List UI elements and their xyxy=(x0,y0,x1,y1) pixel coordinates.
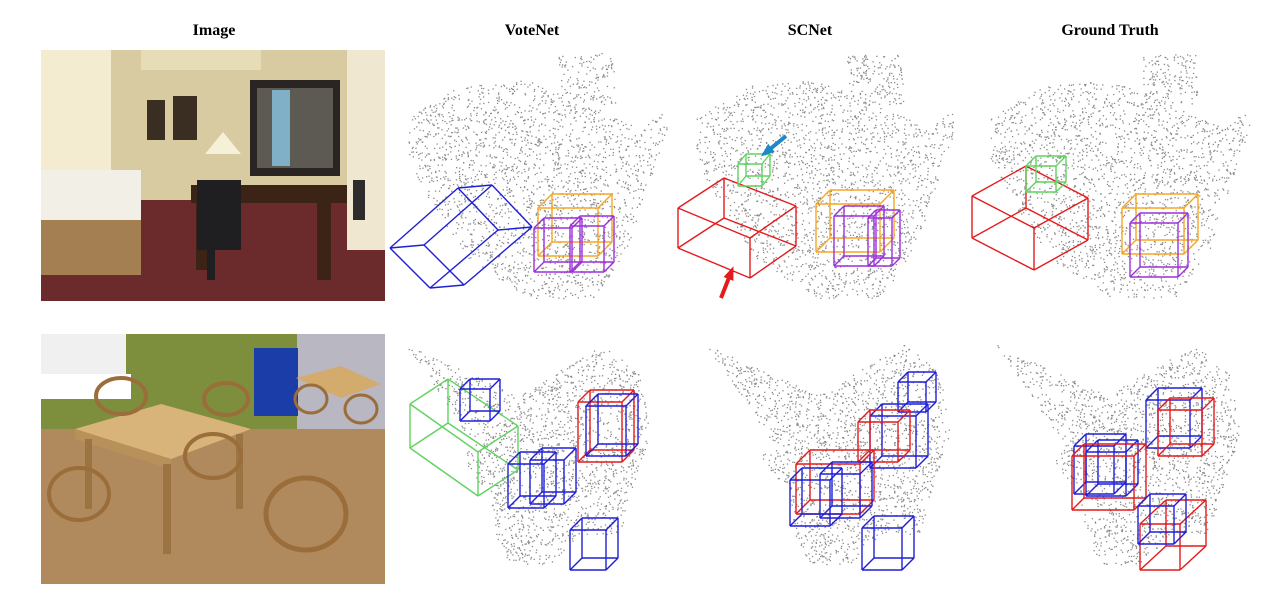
bbox-purple xyxy=(1129,212,1189,278)
bbox-blue xyxy=(569,517,619,571)
column-header-scnet: SCNet xyxy=(787,22,833,39)
ground-truth-panel-row2 xyxy=(990,334,1260,599)
column-header-ground-truth: Ground Truth xyxy=(1061,22,1159,39)
blue-arrow xyxy=(760,134,788,157)
bbox-blue xyxy=(897,371,937,413)
column-header-image: Image xyxy=(192,22,236,39)
bbox-blue xyxy=(861,515,915,571)
bbox-blue xyxy=(869,403,929,469)
bbox-green xyxy=(1025,155,1067,193)
bbox-red xyxy=(971,165,1089,271)
bbox-red xyxy=(1157,397,1215,457)
bbox-blue xyxy=(819,461,873,519)
bbox-blue xyxy=(389,184,533,289)
scnet-panel-row2 xyxy=(700,334,970,599)
hotel-room-photo xyxy=(41,50,385,301)
point-cloud xyxy=(997,345,1240,566)
bbox-blue xyxy=(1137,493,1187,545)
scnet-panel-row1 xyxy=(676,48,972,308)
bbox-blue xyxy=(585,393,639,457)
bbox-blue xyxy=(1085,439,1139,497)
votenet-panel-row1 xyxy=(388,48,674,308)
bbox-blue xyxy=(529,447,577,505)
bbox-red xyxy=(857,409,911,463)
dining-room-photo xyxy=(41,334,385,584)
votenet-panel-row2 xyxy=(400,334,674,599)
point-cloud xyxy=(696,54,954,299)
point-cloud xyxy=(990,54,1251,299)
bbox-red xyxy=(1071,443,1147,511)
bbox-green xyxy=(409,378,519,497)
bbox-purple xyxy=(569,215,615,273)
column-header-votenet: VoteNet xyxy=(504,22,560,39)
bbox-blue xyxy=(459,378,501,422)
bbox-green xyxy=(737,153,771,187)
bbox-purple xyxy=(867,209,901,267)
bbox-orange xyxy=(815,189,895,253)
ground-truth-panel-row1 xyxy=(970,48,1260,308)
red-arrow xyxy=(719,266,734,299)
bbox-red xyxy=(677,177,797,279)
point-cloud xyxy=(408,53,668,300)
bbox-blue xyxy=(1073,433,1127,495)
